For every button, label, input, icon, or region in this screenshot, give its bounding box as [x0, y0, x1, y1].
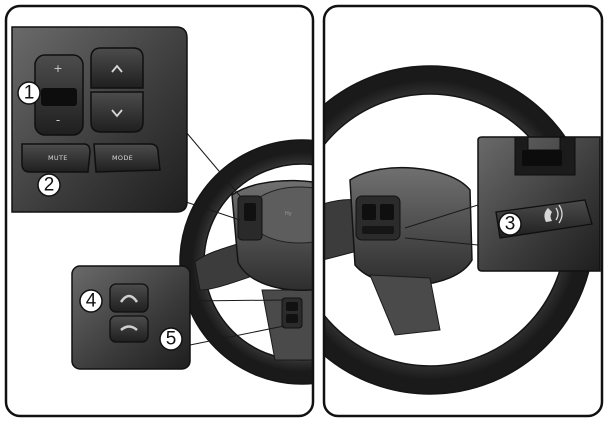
end-call-button[interactable]	[110, 316, 148, 342]
right-panel: 3	[266, 6, 602, 416]
logo-text: Hy	[285, 211, 292, 217]
mute-button-label: MUTE	[48, 154, 68, 162]
audio-switch-inset: + - MUTE MODE	[12, 27, 187, 212]
seek-down-button[interactable]	[91, 92, 143, 132]
callout-badge-1: 1	[18, 82, 40, 104]
callout-badge-2: 2	[38, 174, 60, 196]
volume-rocker[interactable]: + -	[35, 55, 83, 135]
svg-text:3: 3	[505, 214, 516, 235]
call-switch-inset: 4 5	[72, 266, 190, 369]
mode-button[interactable]: MODE	[94, 144, 160, 172]
svg-text:1: 1	[24, 83, 35, 104]
svg-text:4: 4	[86, 291, 97, 312]
call-button[interactable]	[110, 284, 148, 312]
svg-text:5: 5	[166, 329, 177, 350]
mode-button-label: MODE	[112, 154, 133, 162]
minus-icon: -	[56, 113, 60, 127]
plus-icon: +	[53, 62, 62, 75]
voice-switch-inset: 3	[478, 137, 600, 271]
callout-badge-4: 4	[80, 290, 102, 312]
seek-up-button[interactable]	[91, 48, 143, 88]
mute-button[interactable]: MUTE	[22, 144, 90, 172]
callout-badge-3: 3	[499, 213, 521, 235]
callout-badge-5: 5	[160, 328, 182, 350]
svg-text:2: 2	[44, 175, 55, 196]
